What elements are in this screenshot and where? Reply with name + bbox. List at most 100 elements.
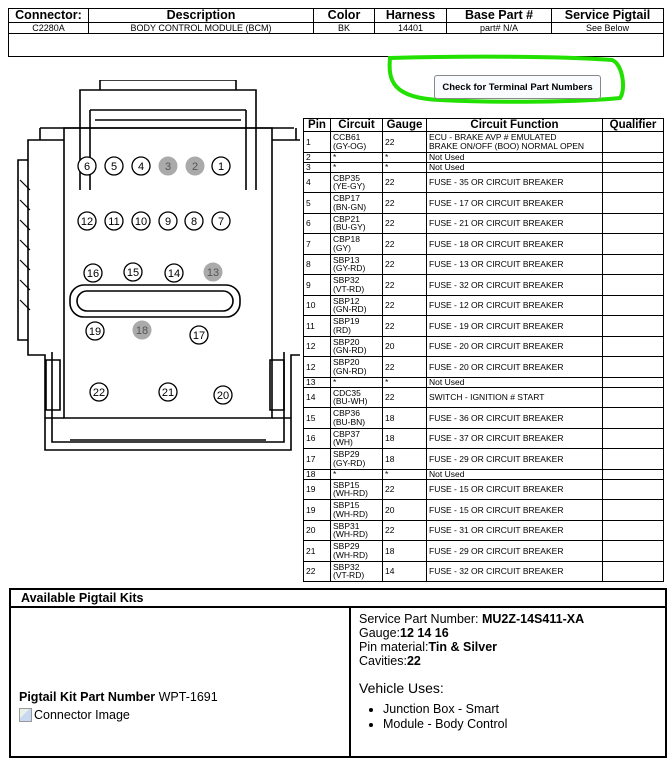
circuit-cell: * — [330, 376, 383, 388]
qualifier-cell — [602, 131, 664, 153]
connector-pin-8: 8 — [184, 211, 204, 231]
pin-circle — [158, 382, 178, 402]
header-connector: Connector: — [8, 8, 89, 23]
pin-label: 18 — [136, 325, 148, 337]
service-pigtail-value: See Below — [551, 22, 664, 34]
connector-pin-21: 21 — [158, 382, 178, 402]
connector-pin-7: 7 — [211, 211, 231, 231]
cavities-value: 22 — [406, 654, 421, 668]
circuit-text: (WH-RD) — [333, 529, 368, 540]
pin-number: 7 — [303, 233, 331, 255]
circuit-function-cell: FUSE - 36 OR CIRCUIT BREAKER — [426, 407, 603, 429]
gauge-cell: 18 — [382, 407, 427, 429]
gauge-cell: 22 — [382, 519, 427, 541]
gauge-cell: * — [382, 151, 427, 163]
pin-circle — [77, 156, 97, 176]
circuit-text: (WH-RD) — [333, 488, 368, 499]
pin-number: 9 — [303, 274, 331, 296]
qualifier-cell — [602, 427, 664, 449]
function-text: FUSE - 32 OR CIRCUIT BREAKER — [429, 566, 564, 576]
pin-circle — [132, 320, 152, 340]
pin-circle — [131, 156, 151, 176]
pin-number: 3 — [303, 161, 331, 173]
circuit-function-cell: FUSE - 15 OR CIRCUIT BREAKER — [426, 499, 603, 521]
qualifier-cell — [602, 192, 664, 214]
pin-circle — [203, 262, 223, 282]
circuit-text: SBP13 — [333, 254, 360, 265]
vehicle-use-item: Module - Body Control — [383, 717, 657, 732]
cavities-line: Cavities:22 — [359, 654, 657, 668]
function-text: FUSE - 21 OR CIRCUIT BREAKER — [429, 218, 564, 228]
circuit-function-cell: FUSE - 29 OR CIRCUIT BREAKER — [426, 540, 603, 562]
pin-number: 4 — [303, 171, 331, 193]
connector-pin-11: 11 — [104, 211, 124, 231]
circuit-text: (VT-RD) — [333, 570, 365, 581]
gauge-cell: 20 — [382, 335, 427, 357]
qualifier-cell — [602, 335, 664, 357]
header-blank-row — [8, 33, 664, 57]
pin-number: 15 — [303, 407, 331, 429]
header-row: Connector: Description Color Harness Bas… — [8, 8, 664, 23]
pin-circle — [85, 321, 105, 341]
function-text: FUSE - 20 OR CIRCUIT BREAKER — [429, 341, 564, 351]
pin-row: 2**Not Used — [303, 151, 664, 163]
circuit-cell: SBP29(GY-RD) — [330, 448, 383, 470]
qualifier-cell — [602, 356, 664, 378]
circuit-function-cell: FUSE - 32 OR CIRCUIT BREAKER — [426, 560, 603, 582]
gauge-cell: 22 — [382, 171, 427, 193]
connector-pin-16: 16 — [83, 263, 103, 283]
circuit-text: CBP21 — [333, 213, 360, 224]
circuit-text: (RD) — [333, 324, 351, 335]
circuit-text: (BN-GN) — [333, 201, 367, 212]
pin-number: 5 — [303, 192, 331, 214]
pin-material-value: Tin & Silver — [428, 640, 498, 654]
circuit-function-cell: FUSE - 13 OR CIRCUIT BREAKER — [426, 253, 603, 275]
pin-label: 21 — [162, 387, 174, 399]
qualifier-cell — [602, 519, 664, 541]
pin-number: 21 — [303, 540, 331, 562]
connector-pin-17: 17 — [189, 325, 209, 345]
pin-number: 18 — [303, 468, 331, 480]
function-text: SWITCH - IGNITION # START — [429, 392, 545, 402]
service-part-label: Service Part Number: — [359, 612, 482, 626]
circuit-function-cell: FUSE - 20 OR CIRCUIT BREAKER — [426, 335, 603, 357]
circuit-function-cell: Not Used — [426, 468, 603, 480]
circuit-text: (WH-RD) — [333, 549, 368, 560]
circuit-text: CBP17 — [333, 193, 360, 204]
pin-label: 5 — [111, 161, 117, 173]
function-text: FUSE - 17 OR CIRCUIT BREAKER — [429, 197, 564, 208]
pin-number: 2 — [303, 151, 331, 163]
pin-number: 6 — [303, 212, 331, 234]
circuit-text: (BU-BN) — [333, 416, 366, 427]
header-values-row: C2280A BODY CONTROL MODULE (BCM) BK 1440… — [8, 22, 664, 34]
circuit-text: SBP12 — [333, 295, 360, 306]
check-terminal-part-numbers-button[interactable]: Check for Terminal Part Numbers — [434, 75, 601, 99]
pin-label: 17 — [193, 330, 205, 342]
gauge-cell: 20 — [382, 499, 427, 521]
circuit-cell: SBP20(GN-RD) — [330, 335, 383, 357]
green-highlight-scribble — [387, 54, 626, 104]
header-color: Color — [313, 8, 375, 23]
circuit-text: SBP32 — [333, 275, 360, 286]
pin-circle — [83, 263, 103, 283]
pin-label: 4 — [138, 161, 144, 173]
function-text: FUSE - 12 OR CIRCUIT BREAKER — [429, 300, 564, 310]
circuit-cell: CBP18(GY) — [330, 233, 383, 255]
circuit-function-cell: FUSE - 20 OR CIRCUIT BREAKER — [426, 356, 603, 378]
pin-circle — [184, 211, 204, 231]
pin-number: 14 — [303, 386, 331, 408]
gauge-cell: 22 — [382, 212, 427, 234]
circuit-cell: * — [330, 468, 383, 480]
circuit-text: (GY-RD) — [333, 457, 366, 468]
function-text: FUSE - 19 OR CIRCUIT BREAKER — [429, 320, 564, 331]
header-service-pigtail: Service Pigtail — [551, 8, 664, 23]
circuit-cell: SBP32(VT-RD) — [330, 560, 383, 582]
circuit-function-cell: Not Used — [426, 161, 603, 173]
